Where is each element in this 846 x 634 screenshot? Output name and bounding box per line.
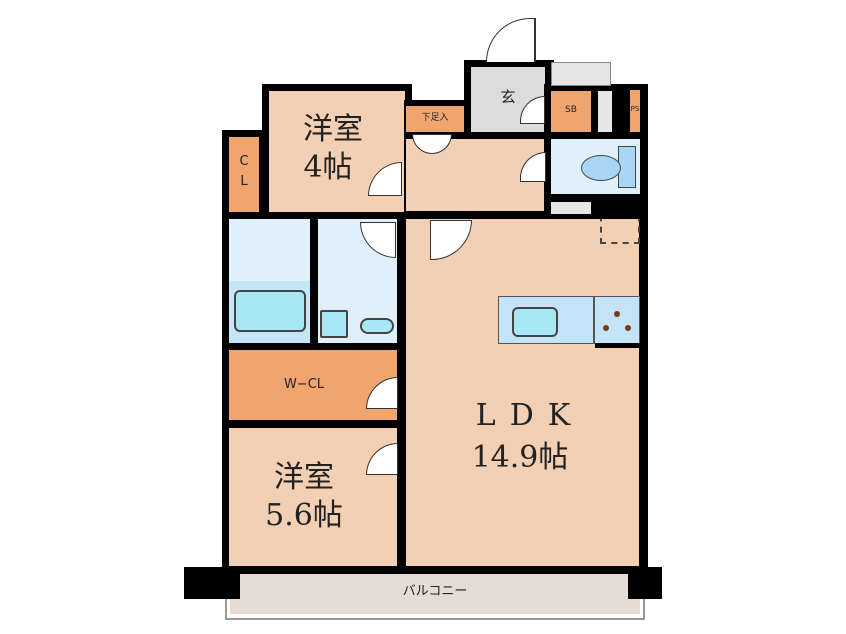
western-room-1-size: 4帖 <box>303 150 353 185</box>
ldk-size: 14.9帖 <box>471 440 569 475</box>
pipe-space-label: PS <box>630 105 640 113</box>
entrance-label: 玄 <box>500 88 516 106</box>
duct-space <box>551 62 611 86</box>
balcony-floor <box>230 572 640 614</box>
stove-burner <box>614 311 620 317</box>
kitchen-sink <box>512 307 558 337</box>
closet-label-l: L <box>240 174 248 189</box>
ldk-name: LDK <box>475 398 585 433</box>
storage-box-label: SB <box>565 105 577 115</box>
vent-space <box>551 202 591 214</box>
stove-burner <box>625 325 631 331</box>
western-room-2-size: 5.6帖 <box>265 498 343 533</box>
closet-label-c: C <box>239 154 249 169</box>
storage-box <box>551 91 591 132</box>
washing-machine <box>320 310 348 338</box>
western-room-2 <box>229 428 397 566</box>
walk-in-closet-label: W−CL <box>283 377 325 392</box>
counter-wall <box>595 343 640 348</box>
bathtub <box>234 290 306 332</box>
toilet-bowl <box>581 155 621 181</box>
pipe-space <box>630 90 640 132</box>
shoe-box <box>406 106 464 132</box>
pipe-duct <box>598 91 612 132</box>
wash-basin <box>360 318 394 334</box>
balcony-label: バルコニー <box>402 584 468 599</box>
front-door[interactable] <box>486 18 536 62</box>
western-room-2-name: 洋室 <box>274 460 334 495</box>
western-room-1-name: 洋室 <box>303 112 363 147</box>
stove-burner <box>603 325 609 331</box>
stove-divider <box>593 296 595 344</box>
ldk <box>406 219 639 566</box>
shoe-box-label: 下足入 <box>421 113 449 123</box>
closet <box>229 137 259 212</box>
